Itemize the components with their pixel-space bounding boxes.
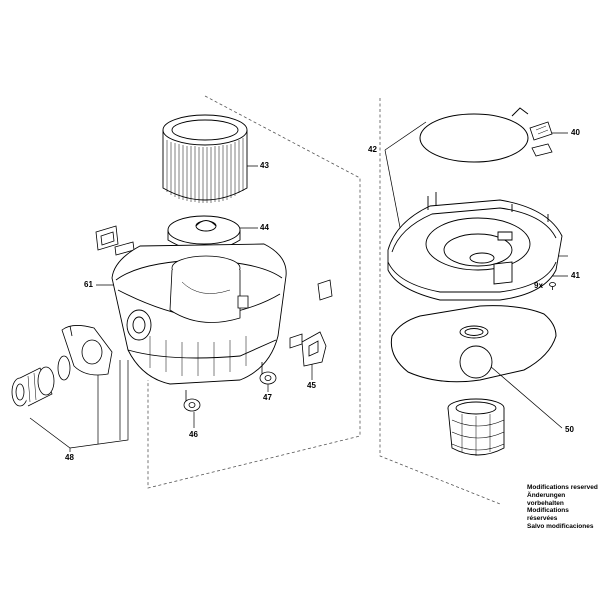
callout-41: 41: [571, 271, 580, 280]
callout-42: 42: [368, 145, 377, 154]
hose-connector: [12, 367, 54, 406]
notice-line-es: Salvo modificaciones: [527, 522, 594, 530]
lid-seal-ring: [420, 108, 528, 162]
notice-line-fr: Modifications réservées: [527, 507, 569, 523]
casters: [184, 362, 276, 411]
float-ball: [460, 346, 492, 378]
callout-45: 45: [307, 381, 316, 390]
assembly-frame-left: [148, 96, 360, 488]
callout-46: 46: [189, 430, 198, 439]
leader-lines: [30, 122, 568, 452]
screw-icon: [549, 282, 556, 290]
callout-44: 44: [260, 223, 269, 232]
modifications-notice: Modifications reserved Änderungen vorbeh…: [527, 484, 600, 531]
assembly-frame-right: [380, 98, 500, 504]
dust-bag: [170, 256, 248, 323]
motor-head-housing: [388, 192, 562, 300]
callout-47: 47: [263, 393, 272, 402]
latch-clips: [96, 226, 134, 255]
cartridge-filter: [163, 115, 247, 203]
inlet-flap: [62, 325, 112, 375]
notice-line-en: Modifications reserved: [527, 484, 598, 491]
seal-ring-hose: [58, 356, 70, 380]
callout-43: 43: [260, 161, 269, 170]
callout-61: 61: [84, 280, 93, 289]
quantity-marker: [549, 282, 556, 292]
float-cage: [448, 399, 504, 456]
lower-seal-ring: [391, 306, 556, 382]
callout-40: 40: [571, 128, 580, 137]
notice-line-de: Änderungen vorbehalten: [527, 491, 566, 507]
callout-50: 50: [565, 425, 574, 434]
callout-48: 48: [65, 453, 74, 462]
quantity-9x: 9x: [534, 281, 543, 290]
latch-parts: [530, 122, 552, 156]
float-ring: [460, 326, 488, 338]
side-bracket: [290, 280, 332, 366]
